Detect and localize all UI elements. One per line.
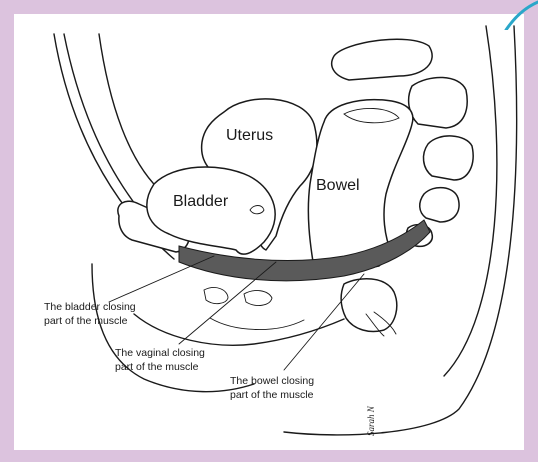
bowel-label: Bowel xyxy=(316,177,360,194)
bowel-callout-line1: The bowel closing xyxy=(230,375,314,387)
bladder-callout-line1: The bladder closing xyxy=(44,301,136,313)
bowel-callout-line2: part of the muscle xyxy=(230,389,314,401)
bladder-callout: The bladder closing part of the muscle xyxy=(44,301,136,327)
perineum xyxy=(204,288,304,330)
bladder-label: Bladder xyxy=(173,193,229,210)
diagram-panel: Uterus Bladder Bowel The bladder closing… xyxy=(14,14,524,450)
corner-accent xyxy=(498,0,538,30)
artist-signature: Sarah N xyxy=(366,405,376,436)
vaginal-callout-line2: part of the muscle xyxy=(115,361,199,373)
bladder-callout-leader xyxy=(109,256,214,302)
vaginal-callout-line1: The vaginal closing xyxy=(115,347,205,359)
bladder-callout-line2: part of the muscle xyxy=(44,315,128,327)
vaginal-callout: The vaginal closing part of the muscle xyxy=(115,347,205,373)
pelvic-floor-illustration: Uterus Bladder Bowel The bladder closing… xyxy=(14,14,524,450)
uterus-label: Uterus xyxy=(226,127,273,144)
